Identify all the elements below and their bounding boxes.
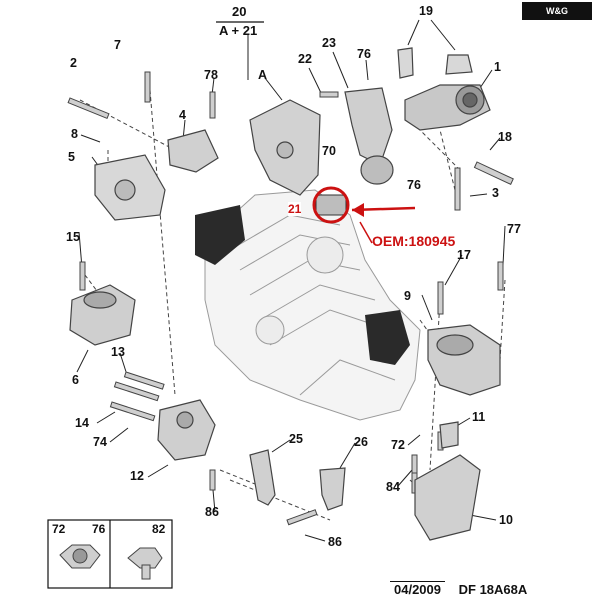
callout-5: 5: [68, 150, 75, 164]
callout-72: 72: [391, 438, 405, 452]
title-number: 20: [232, 4, 247, 19]
mount-1: [404, 84, 491, 131]
callout-11: 11: [472, 410, 486, 424]
callout-18: 18: [498, 130, 512, 144]
inset-label-82: 82: [152, 522, 166, 536]
callout-2: 2: [70, 56, 77, 70]
callout-25: 25: [289, 432, 303, 446]
callout-13: 13: [111, 345, 125, 359]
callout-17: 17: [457, 248, 471, 262]
callout-84: 84: [386, 480, 400, 494]
title-sub: A + 21: [219, 23, 258, 38]
inset-label-76: 76: [92, 522, 106, 536]
inset-label-72: 72: [52, 522, 66, 536]
callout-10: 10: [499, 513, 513, 527]
bracket-A: [249, 99, 321, 196]
callout-12: 12: [130, 469, 144, 483]
callout-26: 26: [354, 435, 368, 449]
callout-15: 15: [66, 230, 80, 244]
fastener-inset: [47, 519, 173, 589]
callout-70: 70: [322, 144, 336, 158]
mount-9: [427, 324, 501, 396]
callout-3: 3: [492, 186, 499, 200]
mount-6: [69, 284, 136, 346]
link-26: [319, 467, 346, 511]
footer: 04/2009 DF 18A68A: [390, 581, 528, 597]
highlight-part-21: [312, 186, 416, 244]
callout-23: 23: [322, 36, 336, 50]
callout-76-mid: 76: [407, 178, 421, 192]
part-19: [397, 47, 473, 79]
callout-22: 22: [298, 52, 312, 66]
bracket-10: [414, 454, 481, 541]
part-11: [439, 421, 459, 449]
callout-6: 6: [72, 373, 79, 387]
callout-76-top: 76: [357, 47, 371, 61]
oem-label: OEM:180945: [372, 233, 456, 249]
engine-dark-parts: [195, 205, 410, 365]
footer-date: 04/2009: [390, 581, 445, 597]
callout-77: 77: [507, 222, 521, 236]
callout-19: 19: [419, 4, 433, 18]
callout-86-left: 86: [205, 505, 219, 519]
link-25: [249, 449, 276, 506]
callout-74: 74: [93, 435, 107, 449]
footer-ref: DF 18A68A: [458, 582, 528, 597]
brand-badge: W&G: [522, 2, 592, 20]
callout-7: 7: [114, 38, 121, 52]
callout-9: 9: [404, 289, 411, 303]
callout-86-right: 86: [328, 535, 342, 549]
highlight-label: 21: [288, 202, 302, 216]
callout-4: 4: [179, 108, 186, 122]
shield-23: [344, 87, 394, 185]
mount-4: [167, 129, 219, 173]
callout-8: 8: [71, 127, 78, 141]
bolts: [67, 71, 514, 526]
callout-A: A: [258, 68, 268, 82]
callout-1: 1: [494, 60, 501, 74]
mount-5: [94, 154, 166, 221]
engine-block: [204, 189, 421, 421]
callout-78: 78: [204, 68, 218, 82]
callout-14: 14: [75, 416, 89, 430]
mount-12: [157, 399, 216, 461]
